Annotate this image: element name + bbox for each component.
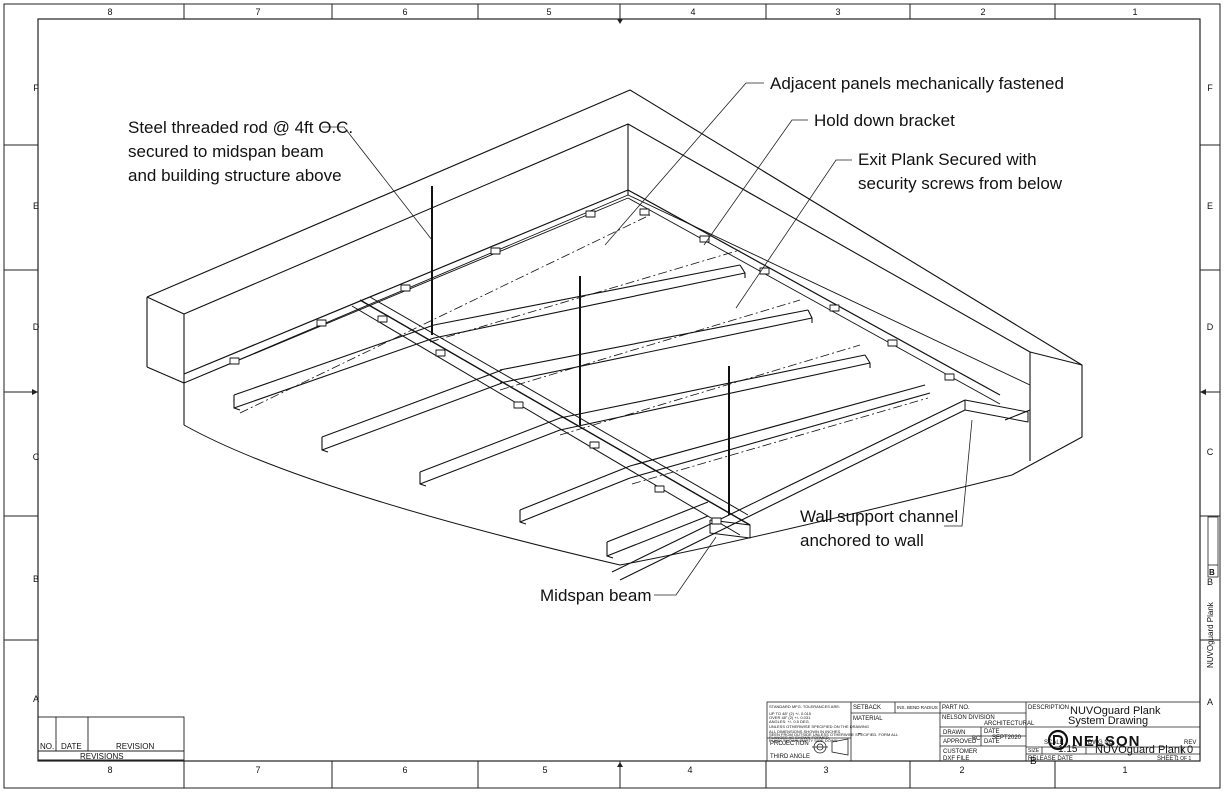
col-label: 4 bbox=[690, 7, 695, 17]
row-label: F bbox=[33, 83, 39, 93]
ceiling-system-drawing bbox=[146, 89, 1083, 581]
dwg-label: DWG NO. bbox=[1088, 740, 1115, 746]
col-label: 5 bbox=[542, 765, 547, 775]
callout-hold-down: Hold down bracket bbox=[814, 111, 955, 130]
nelson-logo-full: NELSON bbox=[1047, 729, 1141, 751]
dxf-label: DXF FILE bbox=[943, 756, 969, 762]
row-label: B bbox=[1207, 577, 1213, 587]
panel-seams bbox=[239, 214, 929, 485]
col-label: 8 bbox=[107, 7, 112, 17]
col-label: 3 bbox=[823, 765, 828, 775]
col-label: 7 bbox=[255, 765, 260, 775]
callout-threaded-rod-3: and building structure above bbox=[128, 166, 342, 185]
bend-radius-label: INS. BEND RADIUS bbox=[897, 705, 938, 710]
std-note: FLANGES AS SHOWN FORMED, bbox=[769, 735, 830, 740]
side-tab-name: NUVOguard Plank bbox=[1206, 601, 1215, 668]
sheet-value: 1 OF 1 bbox=[1176, 756, 1192, 762]
row-label: B bbox=[33, 574, 39, 584]
callout-threaded-rod-2: secured to midspan beam bbox=[128, 142, 324, 161]
callout-exit-plank-2: security screws from below bbox=[858, 174, 1063, 193]
row-label: E bbox=[33, 201, 39, 211]
side-tab-size: B bbox=[1209, 568, 1215, 577]
logo-text: NELSON bbox=[1072, 733, 1141, 750]
rev-label: REV bbox=[1184, 740, 1196, 746]
description-line-2: System Drawing bbox=[1068, 715, 1148, 727]
division-label: NELSON DIVISION bbox=[942, 715, 995, 721]
col-label: 2 bbox=[980, 7, 985, 17]
material-value: – bbox=[858, 731, 862, 737]
hold-down-brackets bbox=[229, 208, 955, 525]
row-label: D bbox=[33, 322, 40, 332]
std-note: STANDARD MFG. TOLERANCES ARE: bbox=[769, 704, 840, 709]
wall-inner-edge bbox=[183, 123, 1031, 461]
threaded-rods bbox=[431, 186, 730, 515]
projection-label: PROJECTION bbox=[770, 741, 809, 747]
third-angle-label: THIRD ANGLE bbox=[770, 754, 810, 760]
title-block bbox=[766, 701, 1201, 762]
std-note: ANGLES: +/- 0.5 DEG. bbox=[769, 719, 810, 724]
callout-threaded-rod: Steel threaded rod @ 4ft O.C. bbox=[128, 118, 353, 137]
callout-leaders bbox=[322, 82, 973, 596]
release-date-label: RELEASE DATE bbox=[1028, 756, 1073, 762]
std-note: ALL DIMENSIONS SHOWN IN INCHES bbox=[769, 729, 841, 734]
col-label: 8 bbox=[107, 765, 112, 775]
description-label: DESCRIPTION bbox=[1028, 705, 1069, 711]
std-note: UNLESS OTHERWISE SPECIFIED ON THE DRAWIN… bbox=[769, 724, 869, 729]
row-label: C bbox=[1207, 447, 1214, 457]
col-label: 6 bbox=[402, 765, 407, 775]
revisions-title: REVISIONS bbox=[80, 752, 124, 761]
setback-label: SETBACK bbox=[853, 705, 881, 711]
part-no-label: PART NO. bbox=[942, 705, 970, 711]
col-label: 1 bbox=[1122, 765, 1127, 775]
description-line-1: NUVOguard Plank bbox=[1070, 705, 1161, 717]
centering-arrows bbox=[32, 19, 1206, 767]
size-value: B bbox=[1030, 756, 1037, 767]
col-label: 1 bbox=[1132, 7, 1137, 17]
date-label: DATE bbox=[984, 729, 1000, 735]
callout-wall-channel-2: anchored to wall bbox=[800, 531, 924, 550]
row-label: A bbox=[33, 694, 39, 704]
plank-tees bbox=[233, 264, 931, 559]
std-note: SEEN FROM OUTSIDE UNLESS OTHERWISE SPECI… bbox=[769, 732, 899, 737]
sheet-label: SHEET: bbox=[1157, 756, 1178, 762]
rev-col-date: DATE bbox=[61, 742, 82, 751]
cut-edge bbox=[183, 424, 1013, 566]
side-tab bbox=[1207, 516, 1219, 578]
col-label: 4 bbox=[687, 765, 692, 775]
date-value: SEPT2020 bbox=[992, 735, 1022, 741]
row-label: C bbox=[33, 452, 40, 462]
rev-value: 0 bbox=[1187, 744, 1193, 756]
col-label: 7 bbox=[255, 7, 260, 17]
std-note: FLANK SHOWN EMPTY SIDE DOWN bbox=[769, 738, 837, 743]
row-label: A bbox=[1207, 697, 1213, 707]
col-label: 6 bbox=[402, 7, 407, 17]
rev-col-revision: REVISION bbox=[116, 742, 154, 751]
division-value: ARCHITECTURAL bbox=[984, 721, 1035, 727]
callout-wall-channel: Wall support channel bbox=[800, 507, 958, 526]
revision-block bbox=[37, 716, 185, 762]
size-label: SIZE bbox=[1028, 748, 1040, 754]
drawn-by: BC bbox=[972, 736, 981, 742]
material-label: MATERIAL bbox=[853, 716, 883, 722]
rev-col-no: NO. bbox=[40, 742, 54, 751]
dwg-value: NUVOguard Plank bbox=[1095, 744, 1186, 756]
date2-label: DATE bbox=[984, 739, 1000, 745]
col-label: 3 bbox=[835, 7, 840, 17]
row-label: D bbox=[1207, 322, 1214, 332]
callout-midspan-beam: Midspan beam bbox=[540, 586, 652, 605]
approved-label: APPROVED bbox=[943, 739, 977, 745]
row-label: F bbox=[1207, 83, 1213, 93]
row-label: E bbox=[1207, 201, 1213, 211]
std-note: UP TO 48" (2) +/- 0.015 bbox=[769, 711, 812, 716]
callout-exit-plank: Exit Plank Secured with bbox=[858, 150, 1037, 169]
std-note: OVER 48" (2) +/- 0.031 bbox=[769, 715, 811, 720]
col-label: 2 bbox=[959, 765, 964, 775]
drawn-label: DRAWN bbox=[943, 730, 965, 736]
callout-adjacent-panels: Adjacent panels mechanically fastened bbox=[770, 74, 1064, 93]
col-label: 5 bbox=[546, 7, 551, 17]
customer-label: CUSTOMER bbox=[943, 749, 978, 755]
scale-value: 1:15 bbox=[1058, 744, 1078, 755]
